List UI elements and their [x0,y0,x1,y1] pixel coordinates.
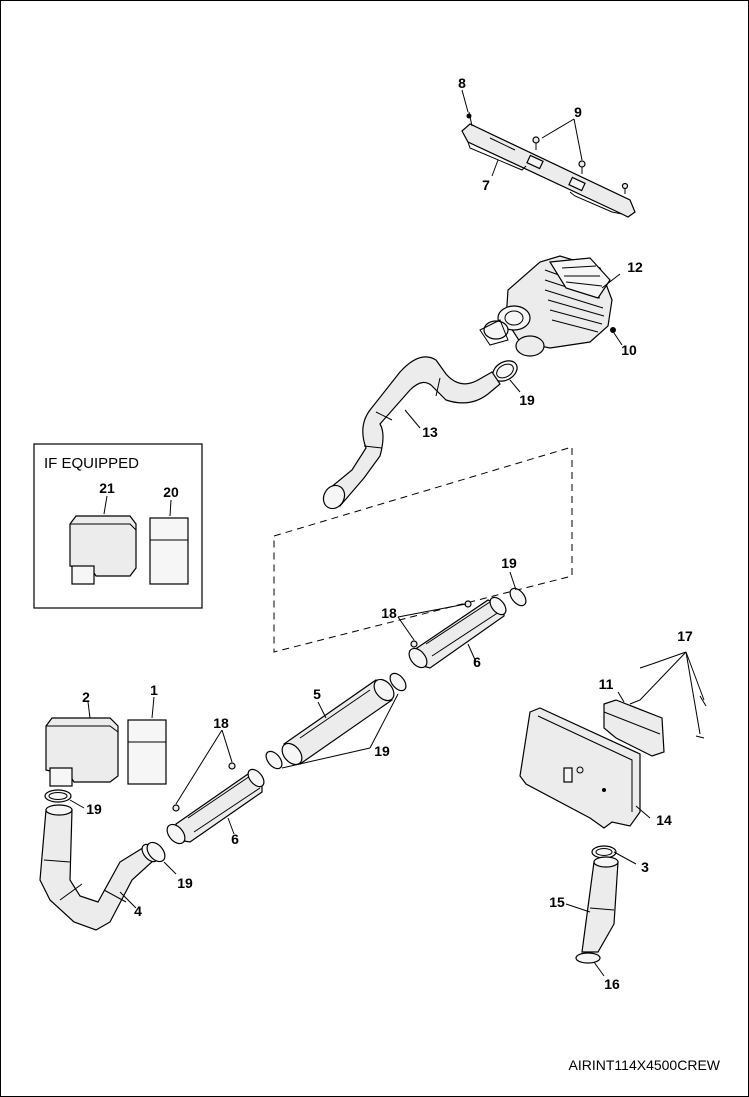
callout-4: 4 [134,903,142,919]
inset-title: IF EQUIPPED [44,455,139,472]
callout-15: 15 [549,894,565,910]
bracket-part-7 [461,123,636,218]
callout-14: 14 [656,812,672,828]
drawing-code: AIRINT114X4500CREW [569,1057,721,1073]
callout-10: 10 [621,342,637,358]
filter-element-part-20 [149,517,189,585]
fastener-part-10 [610,327,616,333]
callout-13: 13 [422,424,438,440]
tube-part-5 [281,678,395,766]
screws-part-18-upper [410,600,472,648]
clamp-part-19-left-top [44,789,72,803]
backplate-part-14 [519,707,641,829]
screw-part-8 [466,111,473,127]
hose-part-4 [39,804,159,931]
clamp-part-3 [591,845,617,859]
clamp-part-19-upper-right [509,587,527,607]
heat-shield-part-11 [603,699,665,757]
routing-guide-dashed [273,446,573,653]
screws-part-9 [532,136,629,194]
resonator-part-6-lower [166,768,265,845]
callout-3: 3 [641,859,649,875]
air-cleaner-cover-part-2 [45,717,119,787]
callout-19-right: 19 [501,555,517,571]
callout-12: 12 [627,259,643,275]
intake-hose-part-13 [322,356,501,510]
callout-5: 5 [313,686,321,702]
callout-19-lower: 19 [177,875,193,891]
callout-18-lower: 18 [213,715,229,731]
screws-part-17 [629,651,707,739]
callout-18-upper: 18 [381,605,397,621]
filter-element-part-1 [127,719,167,785]
screws-part-18-lower [172,762,236,812]
callout-9: 9 [574,104,582,120]
callout-17: 17 [677,628,693,644]
callout-11: 11 [599,676,614,692]
clamp-part-19-left-bottom [146,841,166,863]
clamp-part-19-mid [265,672,407,770]
air-cleaner-cover-part-21 [69,515,137,585]
resonator-part-6-upper [408,596,507,669]
callout-19-left: 19 [86,801,102,817]
callout-2: 2 [82,689,90,705]
intake-tube-part-15 [581,856,619,953]
callout-7: 7 [482,177,490,193]
fitting-part-16 [575,952,601,964]
callout-19-upper: 19 [519,392,535,408]
callout-6-upper: 6 [473,654,481,670]
callout-21: 21 [99,480,115,496]
callout-8: 8 [458,75,466,91]
callout-1: 1 [150,682,158,698]
clamp-part-19-upper [492,360,518,382]
callout-20: 20 [163,484,179,500]
supercharger-part-12 [479,255,613,357]
callout-19-mid: 19 [374,743,390,759]
callout-16: 16 [604,976,620,992]
callout-6-lower: 6 [231,831,239,847]
